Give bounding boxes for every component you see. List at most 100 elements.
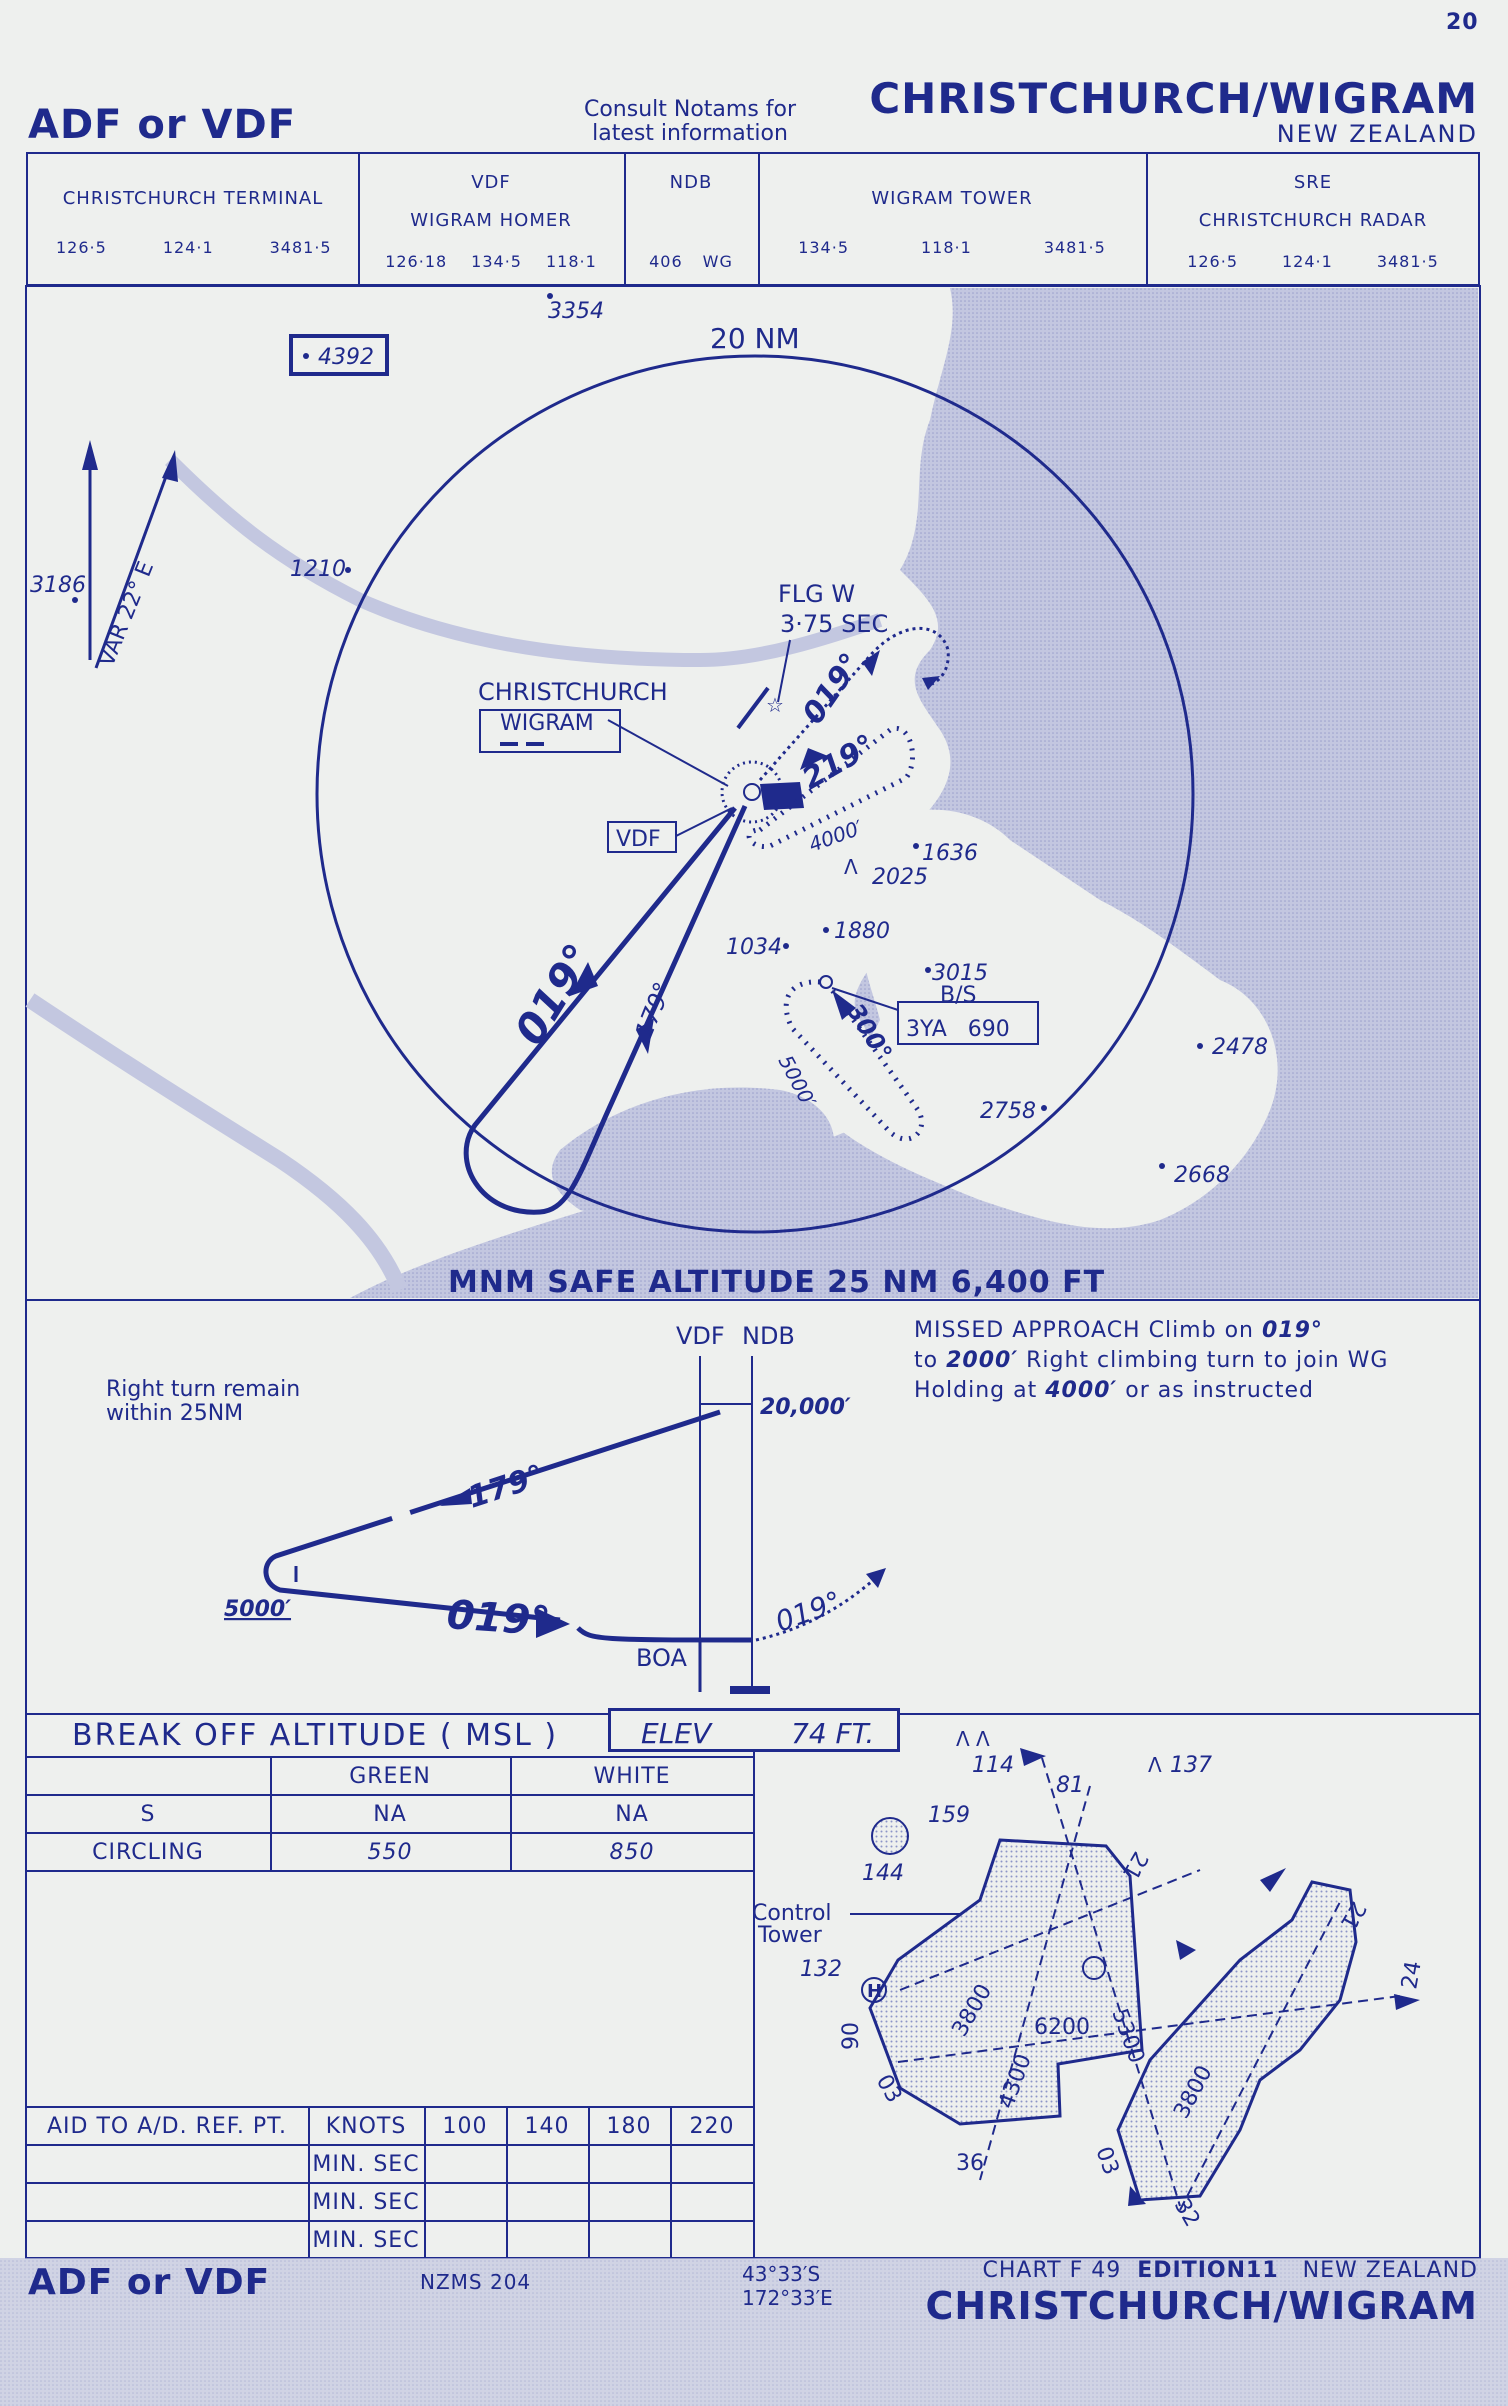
lake-area [551,1087,835,1220]
spot-height-dot [1197,1043,1203,1049]
knots-label: KNOTS [325,2114,407,2139]
footer-edition: EDITION11 [1137,2258,1279,2283]
elev-value: 74 FT. [791,1717,875,1750]
ma-hold-altitude: 4000′ [1045,1378,1118,1403]
freq-value: 118·1 [921,238,972,257]
profile-top-altitude: 20,000′ [760,1395,851,1420]
runway-number: 36 [956,2151,984,2176]
track-label: 019° [796,647,869,731]
flashing-light-period: 3·75 SEC [780,610,888,638]
speed-value: 180 [606,2114,652,2139]
control-tower-label: Tower [757,1923,823,1948]
freq-value: 134·5 [471,252,522,271]
obstacle-icon: Λ [844,855,858,879]
broadcast-station-label: B/S [940,983,976,1008]
runway-number: 90 [839,2022,864,2050]
obstacle-icon: Λ Λ [956,1727,990,1751]
aircraft-icon [736,686,770,730]
ground-marker [730,1686,770,1694]
missed-approach-profile [755,1574,879,1642]
spot-height: 2668 [1174,1163,1230,1188]
aerodrome-diagram: H Λ Λ 114 Λ 137 159 144 132 Control Towe… [752,1727,1427,2231]
star-icon: ☆ [766,693,784,717]
spot-height-dot [783,943,789,949]
helipad-icon [861,1977,887,2003]
vdf-leader [675,807,733,837]
spot-height: 2478 [1212,1035,1268,1060]
missed-approach-arrow [866,1568,886,1588]
aerodrome-sublabel: WIGRAM [500,711,594,736]
min-sec-label: MIN. SEC [312,2152,420,2177]
profile-track-label: 019° [445,1592,551,1645]
ma-track: 019° [1261,1318,1323,1343]
runway-number: 32 [1169,2195,1205,2232]
spot-height-dot [547,293,553,299]
spot-height: 3186 [30,573,86,598]
aerodrome-label-box [479,709,621,753]
freq-value: 118·1 [545,252,597,271]
elev-box: ELEV 74 FT. [608,1708,900,1752]
spot-height-dot [303,353,309,359]
footer-aerodrome: CHRISTCHURCH/WIGRAM [925,2284,1478,2328]
row-label: S [140,1802,156,1827]
freq-value: 134·5 [798,238,849,257]
spot-height-dot [72,597,78,603]
track-label: 019° [505,935,604,1053]
runway-number: 24 [1397,1959,1426,1991]
track-arrow [570,962,598,996]
freq-value: 3481·5 [1043,238,1106,257]
spot-height: 1034 [726,935,782,960]
elev-label: ELEV [641,1717,712,1750]
spot-height-dot [913,843,919,849]
track-label: 179° [630,978,678,1042]
broadcast-station-icon [819,975,833,989]
inbound-gap [637,917,655,937]
runway-length: 6200 [1034,2015,1090,2040]
break-off-title: BREAK OFF ALTITUDE ( MSL ) [72,1718,559,1753]
vdf-label: VDF [616,827,661,852]
approach-track [463,804,748,1215]
speed-value: 220 [689,2114,735,2139]
page-number: 20 [1446,10,1479,35]
turn-note-2: within 25NM [106,1401,243,1426]
track-arrow [636,1018,654,1054]
threshold-arrow [1260,1868,1286,1892]
msa-text: MNM SAFE ALTITUDE 25 NM 6,400 FT [448,1265,1105,1300]
notam-line-2: latest information [592,121,788,146]
row-white: NA [615,1802,649,1827]
profile-level-track [576,1626,753,1643]
footer-longitude: 172°33′E [742,2286,833,2310]
speed-value: 100 [442,2114,488,2139]
spot-height: 3015 [932,961,988,986]
freq-value: 3481·5 [269,238,332,257]
river-south [25,993,408,1294]
footer-chart-line: CHART F 49 EDITION11 NEW ZEALAND [983,2258,1478,2283]
aerodrome-title: CHRISTCHURCH/WIGRAM [869,74,1478,123]
footer-latitude: 43°33′S [742,2262,821,2286]
notam-note: Consult Notams for latest information [560,98,820,146]
notam-line-1: Consult Notams for [583,97,797,122]
footer-coords: 43°33′S 172°33′E [742,2262,833,2310]
profile-gap [390,1508,412,1522]
country-label: NEW ZEALAND [1276,120,1478,148]
spot-height: 2025 [872,865,928,890]
boa-label: BOA [636,1644,688,1672]
ad-spot-height: 132 [800,1957,842,1982]
freq-wigram-tower-title: WIGRAM TOWER [871,188,1033,209]
threshold-arrow [1394,1994,1420,2010]
broadcast-leader [831,987,899,1011]
missed-approach-track [758,626,950,781]
freq-sre-title: SRE [1293,172,1333,193]
ma-line1: MISSED APPROACH Climb on [914,1318,1254,1343]
timing-table: AID TO A/D. REF. PT. KNOTS 100 140 180 2… [26,2106,754,2258]
freq-vdf-subtitle: WIGRAM HOMER [410,210,572,231]
freq-ident: WG [702,252,733,271]
footer-band [0,2258,1508,2406]
profile-vdf-label: VDF [676,1322,725,1350]
variation-label: VAR 22° E [94,558,159,670]
aerodrome-area [760,782,804,810]
